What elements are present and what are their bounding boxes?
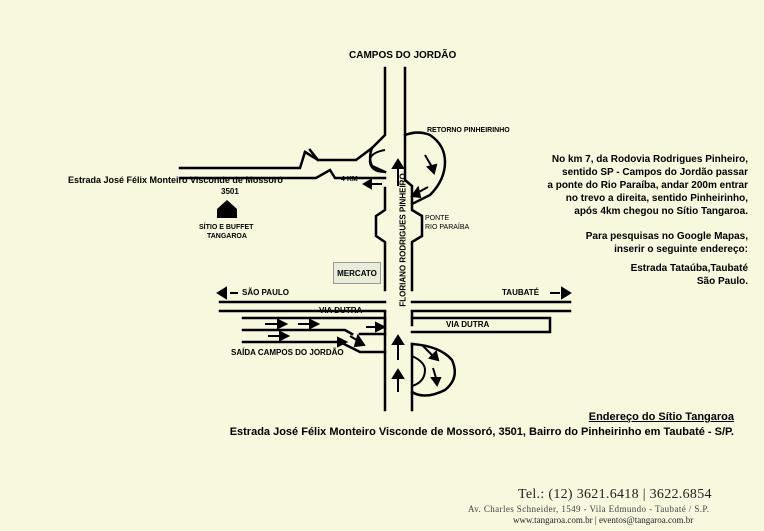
label-estrada: Estrada José Félix Monteiro Visconde de …	[68, 175, 283, 185]
instructions-block: No km 7, da Rodovia Rodrigues Pinheiro, …	[547, 153, 748, 218]
label-via-dutra-2: VIA DUTRA	[446, 320, 490, 329]
retorno-loop	[403, 131, 447, 206]
google-line: inserir o seguinte endereço:	[614, 244, 748, 255]
main-road-right-edge	[403, 66, 424, 412]
footer-web: www.tangaroa.com.br | eventos@tangaroa.c…	[513, 515, 694, 525]
instruction-line: a ponte do Rio Paraíba, andar 200m entra…	[547, 180, 748, 191]
label-number-3501: 3501	[221, 187, 239, 196]
google-maps-note: Para pesquisas no Google Mapas, inserir …	[586, 230, 748, 256]
instruction-line: após 4km chegou no Sítio Tangaroa.	[574, 206, 748, 217]
label-via-dutra-1: VIA DUTRA	[319, 306, 363, 315]
sitio-marker-icon	[217, 200, 237, 218]
label-sao-paulo: SÃO PAULO	[242, 288, 289, 297]
return-left-circle	[368, 149, 386, 173]
label-mercado: MERCATO	[333, 262, 381, 284]
label-sitio-line1: SÍTIO E BUFFET	[199, 224, 254, 231]
estrada-road	[178, 150, 387, 180]
label-4-km: 4 KM	[341, 176, 358, 183]
instruction-line: No km 7, da Rodovia Rodrigues Pinheiro,	[551, 154, 748, 165]
label-ponte-line1: PONTE	[425, 215, 450, 222]
main-road-left-edge	[303, 66, 387, 412]
search-address-line: Estrada Tataúba,Taubaté	[630, 263, 748, 274]
label-ponte-line2: RIO PARAÍBA	[425, 224, 470, 231]
address-heading: Endereço do Sítio Tangaroa	[588, 411, 734, 423]
footer-phones: Tel.: (12) 3621.6418 | 3622.6854	[518, 487, 712, 502]
label-campos-do-jordao: CAMPOS DO JORDÃO	[349, 50, 457, 61]
return-lower-circle	[411, 355, 427, 387]
search-address-line: São Paulo.	[696, 276, 748, 287]
label-saida-campos-do-jordao: SAÍDA CAMPOS DO JORDÃO	[231, 348, 344, 357]
dutra-lane-top	[241, 316, 552, 334]
label-sitio-line2: TANGAROA	[207, 233, 247, 240]
instruction-line: no trevo a direita, sentido Pinheirinho,	[565, 193, 748, 204]
instruction-line: sentido SP - Campos do Jordão passar	[562, 167, 748, 178]
label-floriano-rodrigues-pinheiro: FLORIANO RODRIGUES PINHEIRO	[398, 173, 408, 307]
label-taubate: TAUBATÉ	[502, 288, 540, 297]
google-line: Para pesquisas no Google Mapas,	[585, 231, 748, 242]
label-retorno-pinheirinho: RETORNO PINHEIRINHO	[427, 127, 510, 134]
footer-street: Av. Charles Schneider, 1549 - Vila Edmun…	[468, 504, 710, 514]
address-full: Estrada José Félix Monteiro Visconde de …	[229, 426, 734, 438]
dutra-lane-bottom	[241, 328, 387, 336]
saida-ramp	[241, 340, 387, 354]
lower-loop	[410, 342, 457, 397]
search-address: Estrada Tataúba,Taubaté São Paulo.	[631, 262, 748, 288]
